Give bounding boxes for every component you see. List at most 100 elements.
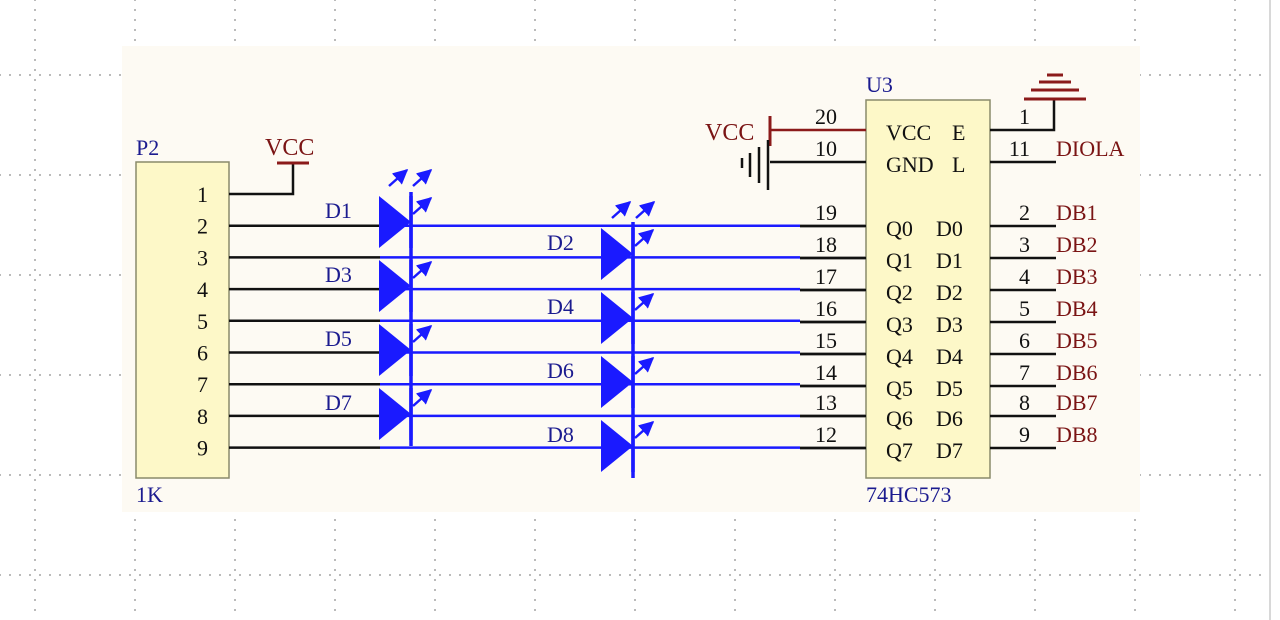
grid-dot xyxy=(1234,469,1236,471)
grid-dot xyxy=(49,74,51,76)
grid-dot xyxy=(469,574,471,576)
grid-dot xyxy=(1259,574,1261,576)
gnd-right-symbol xyxy=(990,73,1086,132)
grid-dot xyxy=(734,559,736,561)
grid-dot xyxy=(34,269,36,271)
grid-dot xyxy=(734,39,736,41)
led-label: D1 xyxy=(325,198,352,223)
grid-dot xyxy=(99,474,101,476)
grid-dot xyxy=(34,549,36,551)
grid-dot xyxy=(799,574,801,576)
chip-u3[interactable]: U3 74HC573 20VCC10GND19Q018Q117Q216Q315Q… xyxy=(770,72,1125,507)
grid-dot xyxy=(49,474,51,476)
grid-dot xyxy=(634,19,636,21)
grid-dot xyxy=(589,574,591,576)
grid-dot xyxy=(34,249,36,251)
net-label: DB2 xyxy=(1056,232,1098,257)
grid-dot xyxy=(1089,574,1091,576)
grid-dot xyxy=(234,569,236,571)
grid-dot xyxy=(334,599,336,601)
grid-dot xyxy=(834,29,836,31)
grid-dot xyxy=(999,574,1001,576)
grid-dot xyxy=(1234,99,1236,101)
chip-pin-name: D3 xyxy=(936,312,963,337)
grid-dot xyxy=(1129,574,1131,576)
chip-pin-name: E xyxy=(952,120,965,145)
grid-dot xyxy=(134,519,136,521)
grid-dot xyxy=(434,39,436,41)
grid-dot xyxy=(1239,574,1241,576)
chip-pin-number: 20 xyxy=(815,104,837,129)
grid-dot xyxy=(1019,574,1021,576)
led-emission-arrow xyxy=(412,169,433,187)
grid-dot xyxy=(1039,574,1041,576)
grid-dot xyxy=(334,519,336,521)
grid-dot xyxy=(734,549,736,551)
grid-dot xyxy=(34,289,36,291)
grid-dot xyxy=(34,189,36,191)
grid-dot xyxy=(34,419,36,421)
grid-dot xyxy=(234,549,236,551)
grid-dot xyxy=(34,49,36,51)
grid-dot xyxy=(334,9,336,11)
grid-dot xyxy=(1234,359,1236,361)
grid-dot xyxy=(534,579,536,581)
grid-dot xyxy=(34,239,36,241)
grid-dot xyxy=(89,374,91,376)
grid-dot xyxy=(1179,274,1181,276)
grid-dot xyxy=(734,579,736,581)
grid-dot xyxy=(59,374,61,376)
grid-dot xyxy=(479,574,481,576)
grid-dot xyxy=(1159,474,1161,476)
grid-dot xyxy=(1249,174,1251,176)
grid-dot xyxy=(634,539,636,541)
grid-dot xyxy=(34,599,36,601)
grid-dot xyxy=(1199,474,1201,476)
grid-dot xyxy=(109,374,111,376)
grid-dot xyxy=(1234,259,1236,261)
grid-dot xyxy=(1149,474,1151,476)
grid-dot xyxy=(329,574,331,576)
grid-dot xyxy=(1239,174,1241,176)
chip-pin-name: Q7 xyxy=(886,438,913,463)
grid-dot xyxy=(1234,339,1236,341)
grid-dot xyxy=(1229,474,1231,476)
grid-dot xyxy=(1219,374,1221,376)
grid-dot xyxy=(634,599,636,601)
grid-dot xyxy=(34,39,36,41)
grid-dot xyxy=(1234,419,1236,421)
grid-dot xyxy=(159,574,161,576)
grid-dot xyxy=(534,539,536,541)
grid-dot xyxy=(834,569,836,571)
grid-dot xyxy=(334,529,336,531)
grid-dot xyxy=(34,309,36,311)
grid-dot xyxy=(834,19,836,21)
grid-dot xyxy=(1009,574,1011,576)
grid-dot xyxy=(599,574,601,576)
grid-dot xyxy=(1034,569,1036,571)
chip-pin-number: 11 xyxy=(1009,136,1030,161)
grid-dot xyxy=(734,589,736,591)
led-emission-arrow xyxy=(611,201,632,219)
grid-dot xyxy=(1234,409,1236,411)
connector-pin-number: 7 xyxy=(197,372,208,397)
led-label: D2 xyxy=(547,230,574,255)
grid-dot xyxy=(534,529,536,531)
grid-dot xyxy=(1034,549,1036,551)
grid-dot xyxy=(9,474,11,476)
grid-dot xyxy=(1234,279,1236,281)
grid-dot xyxy=(634,39,636,41)
led-triangle xyxy=(379,388,411,440)
grid-dot xyxy=(834,599,836,601)
grid-dot xyxy=(0,474,1,476)
grid-dot xyxy=(1179,574,1181,576)
chip-pin-name: L xyxy=(952,152,965,177)
grid-dot xyxy=(34,569,36,571)
grid-dot xyxy=(34,409,36,411)
chip-pin-name: D7 xyxy=(936,438,963,463)
grid-dot xyxy=(234,539,236,541)
grid-dot xyxy=(1234,399,1236,401)
grid-dot xyxy=(69,74,71,76)
grid-dot xyxy=(234,559,236,561)
